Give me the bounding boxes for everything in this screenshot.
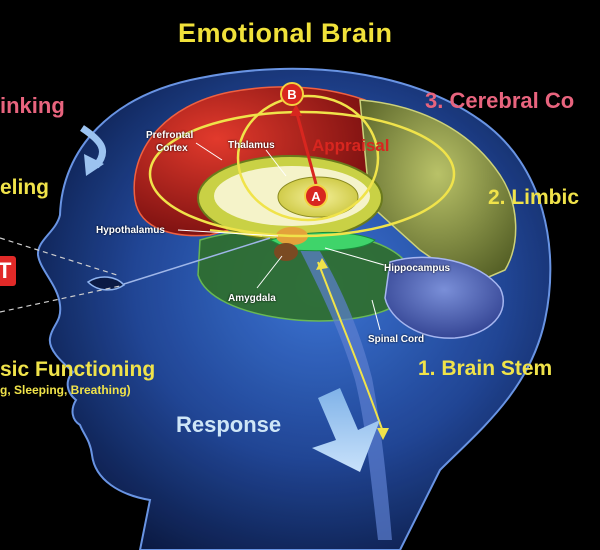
label-hypothalamus: Hypothalamus <box>96 225 165 236</box>
label-cerebral-cortex: 3. Cerebral Co <box>425 88 575 113</box>
marker-a <box>304 184 328 208</box>
label-appraisal: Appraisal <box>312 136 390 155</box>
label-prefrontal: Prefrontal <box>146 130 194 141</box>
sight-line-lower <box>0 285 121 313</box>
response-pathway <box>317 261 384 433</box>
label-brain-stem: 1. Brain Stem <box>418 357 553 380</box>
amygdala-shape <box>274 243 298 261</box>
marker-a-letter: A <box>311 189 321 204</box>
spinal-cord <box>300 248 392 540</box>
diagram-title: Emotional Brain <box>178 18 393 48</box>
appraisal-arrow <box>294 109 318 185</box>
label-response: Response <box>176 412 282 437</box>
label-limbic: 2. Limbic <box>488 186 580 209</box>
label-basic-sub: g, Sleeping, Breathing) <box>0 383 131 397</box>
appraisal-loop-outer <box>148 110 456 238</box>
label-basic-functioning: sic Functioning <box>0 358 156 381</box>
stimulus-marker <box>0 256 16 286</box>
label-thinking: inking <box>0 93 65 118</box>
cerebellum <box>384 256 505 339</box>
appraisal-loop-inner <box>236 94 380 222</box>
parietal-occipital-lobe <box>359 99 517 286</box>
marker-b <box>280 82 304 106</box>
stimulus-letter: T <box>0 258 12 283</box>
response-arrow <box>312 388 380 472</box>
label-feeling: eling <box>0 176 50 199</box>
label-cortex: Cortex <box>156 143 188 154</box>
label-thalamus: Thalamus <box>228 140 275 151</box>
label-spinal-cord: Spinal Cord <box>368 334 425 345</box>
sight-line-upper <box>0 237 121 277</box>
label-amygdala: Amygdala <box>228 293 276 304</box>
label-hippocampus: Hippocampus <box>384 263 451 274</box>
marker-b-letter: B <box>287 87 296 102</box>
